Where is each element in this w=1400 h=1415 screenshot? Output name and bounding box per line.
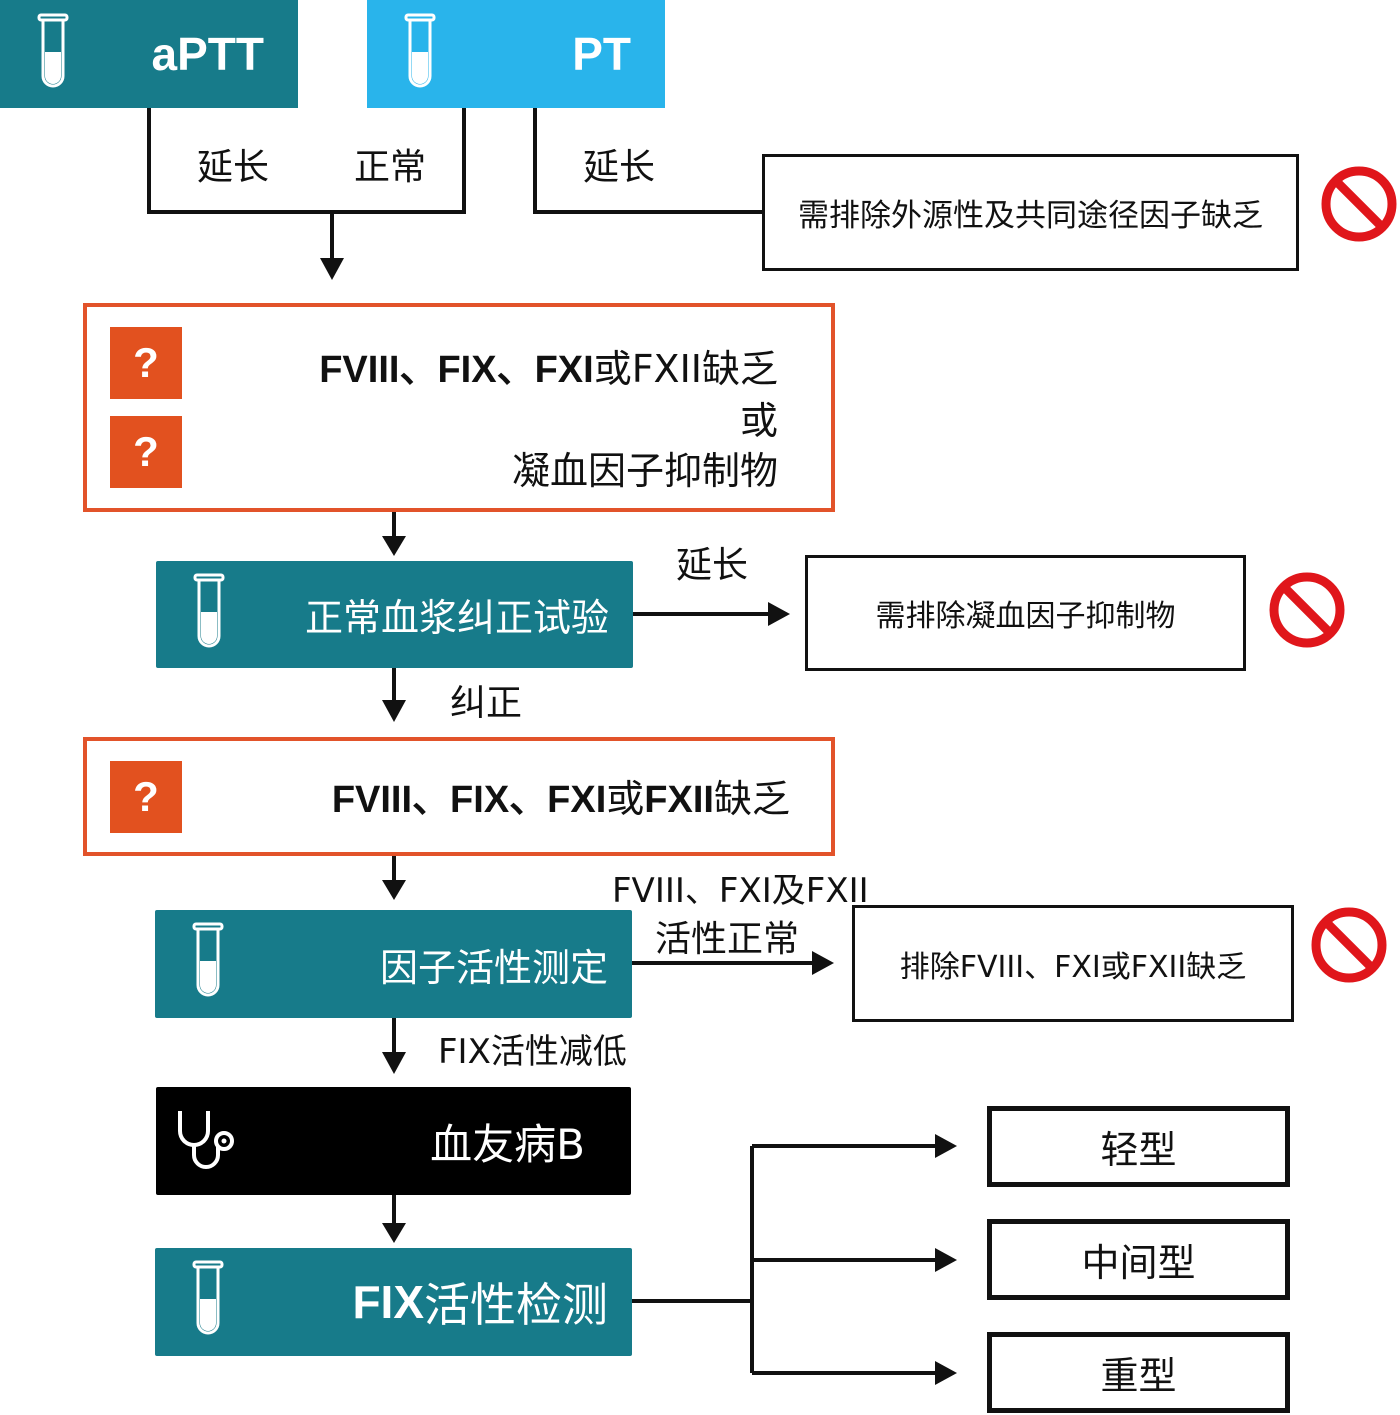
fix-activity-rest: 活性检测 [424,1278,608,1332]
suspect-2-fxii: FXII [644,779,714,821]
mixing-test-label: 正常血浆纠正试验 [304,596,609,640]
pt-label: PT [572,28,631,80]
suspect-2-text: FVIII、FIX、FXI或FXII缺乏 [332,768,790,823]
suspect-1-line3: 凝血因子抑制物 [511,449,778,493]
question-badge: ? [110,761,182,833]
severity-severe-box: 重型 [987,1332,1290,1413]
test-tube-icon [192,1260,224,1335]
severity-mild-label: 轻型 [1100,1128,1177,1172]
prohibited-icon [1311,907,1387,983]
suspect-2-deficiency: 缺乏 [713,777,790,821]
factor-assay-label: 因子活性测定 [379,945,608,990]
mixing-test-box: 正常血浆纠正试验 [156,561,633,668]
hemophilia-b-label: 血友病B [430,1119,585,1169]
exclude-factor-box: 排除FVIII、FXI或FXII缺乏 [852,905,1294,1022]
factor-normal-label-line2: 活性正常 [655,919,800,960]
question-badge: ? [110,416,182,488]
suspect-2-or: 或 [606,777,645,821]
exclude-inhibitor-box: 需排除凝血因子抑制物 [805,555,1246,671]
hemophilia-b-box: 血友病B [156,1087,631,1195]
test-tube-icon [37,13,69,88]
prohibited-icon [1321,166,1397,242]
severity-moderate-label: 中间型 [1081,1241,1196,1285]
mixing-prolonged-label: 延长 [676,545,749,586]
pt-normal-label: 正常 [354,147,427,188]
factor-assay-box: 因子活性测定 [155,910,632,1018]
aptt-label: aPTT [151,28,264,80]
suspect-1-line2: 或 [739,399,778,443]
exclude-extrinsic-text: 需排除外源性及共同途径因子缺乏 [798,198,1263,234]
exclude-inhibitor-text: 需排除凝血因子抑制物 [875,599,1176,634]
prohibited-icon [1269,572,1345,648]
mixing-corrected-label: 纠正 [450,683,523,724]
test-tube-icon [193,573,225,648]
test-tube-icon [404,13,436,88]
factor-normal-label-line1: FVIII、FXI及FXII [612,871,869,911]
exclude-factor-text: 排除FVIII、FXI或FXII缺乏 [899,949,1247,985]
stethoscope-icon [178,1111,234,1169]
aptt-prolonged-label: 延长 [197,147,270,188]
suspect-deficiency-or-inhibitor-box [83,303,835,512]
suspect-1-factors-bold: FVIII、FIX、FXI [319,349,594,391]
suspect-2-factors-bold: FVIII、FIX、FXI [331,779,607,821]
suspect-1-factors-rest: 或FXII缺乏 [593,347,778,391]
fix-activity-fix: FIX [352,1276,424,1328]
question-badge: ? [110,327,182,399]
suspect-1-line1: FVIII、FIX、FXI或FXII缺乏 [319,338,778,393]
severity-moderate-box: 中间型 [987,1219,1290,1300]
fix-low-label: FIX活性减低 [438,1032,627,1072]
severity-mild-box: 轻型 [987,1106,1290,1187]
severity-severe-label: 重型 [1100,1354,1177,1398]
pt-prolonged-label: 延长 [583,147,656,188]
suspect-deficiency-box [83,737,835,856]
test-tube-icon [192,922,224,997]
exclude-extrinsic-box: 需排除外源性及共同途径因子缺乏 [762,154,1299,271]
